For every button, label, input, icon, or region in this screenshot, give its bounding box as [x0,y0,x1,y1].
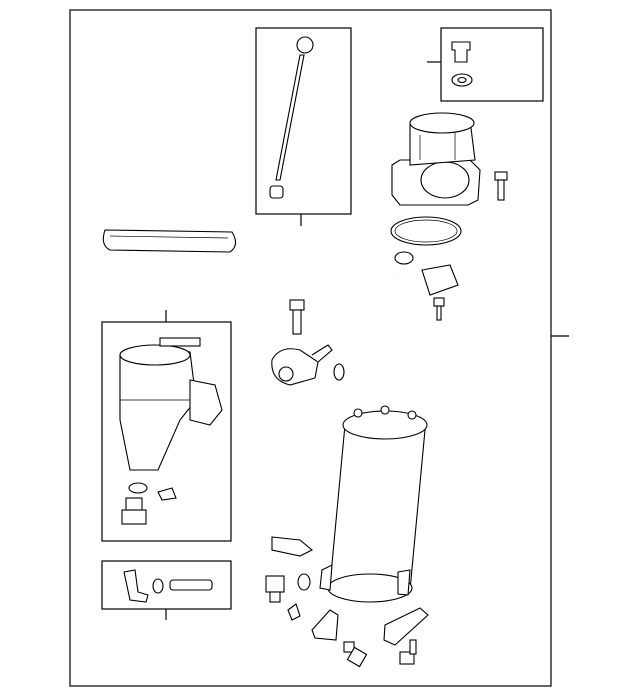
plug-fitting [265,575,285,603]
filler-cap [451,41,471,63]
o-ring-large [390,216,462,246]
fittings-callout-box [101,560,232,620]
filter-head [391,112,481,206]
small-seal [394,251,414,265]
mounting-bolt [289,299,305,335]
plug-washer [297,573,311,591]
dipstick-seal [269,185,284,199]
reservoir-washer [128,482,148,494]
retaining-clip [287,603,301,621]
drive-belt [102,229,237,253]
drain-plug [121,509,147,525]
bolt-right [494,171,508,201]
cap-callout-box [427,27,544,102]
bracket-right [383,607,429,646]
dipstick-tube [275,54,305,181]
dipstick-callout-box [255,27,352,226]
dipstick-handle [296,36,314,54]
bracket-left [311,609,339,641]
washer [333,363,345,381]
bolt-bottom-right [399,639,417,665]
diagram-frame [69,9,552,687]
connector-clip [271,536,313,557]
fitting-washer [152,578,164,594]
reservoir-callout-box [101,310,232,542]
filter-canister [319,405,428,603]
heat-shield-plate [421,264,459,296]
bolt-bottom-left [343,641,368,668]
elbow-fitting [123,569,149,603]
reservoir-tank [119,351,197,471]
small-bolt [433,297,445,321]
connector-tube [169,579,213,591]
sensor-valve [271,344,333,386]
clip [157,487,177,501]
